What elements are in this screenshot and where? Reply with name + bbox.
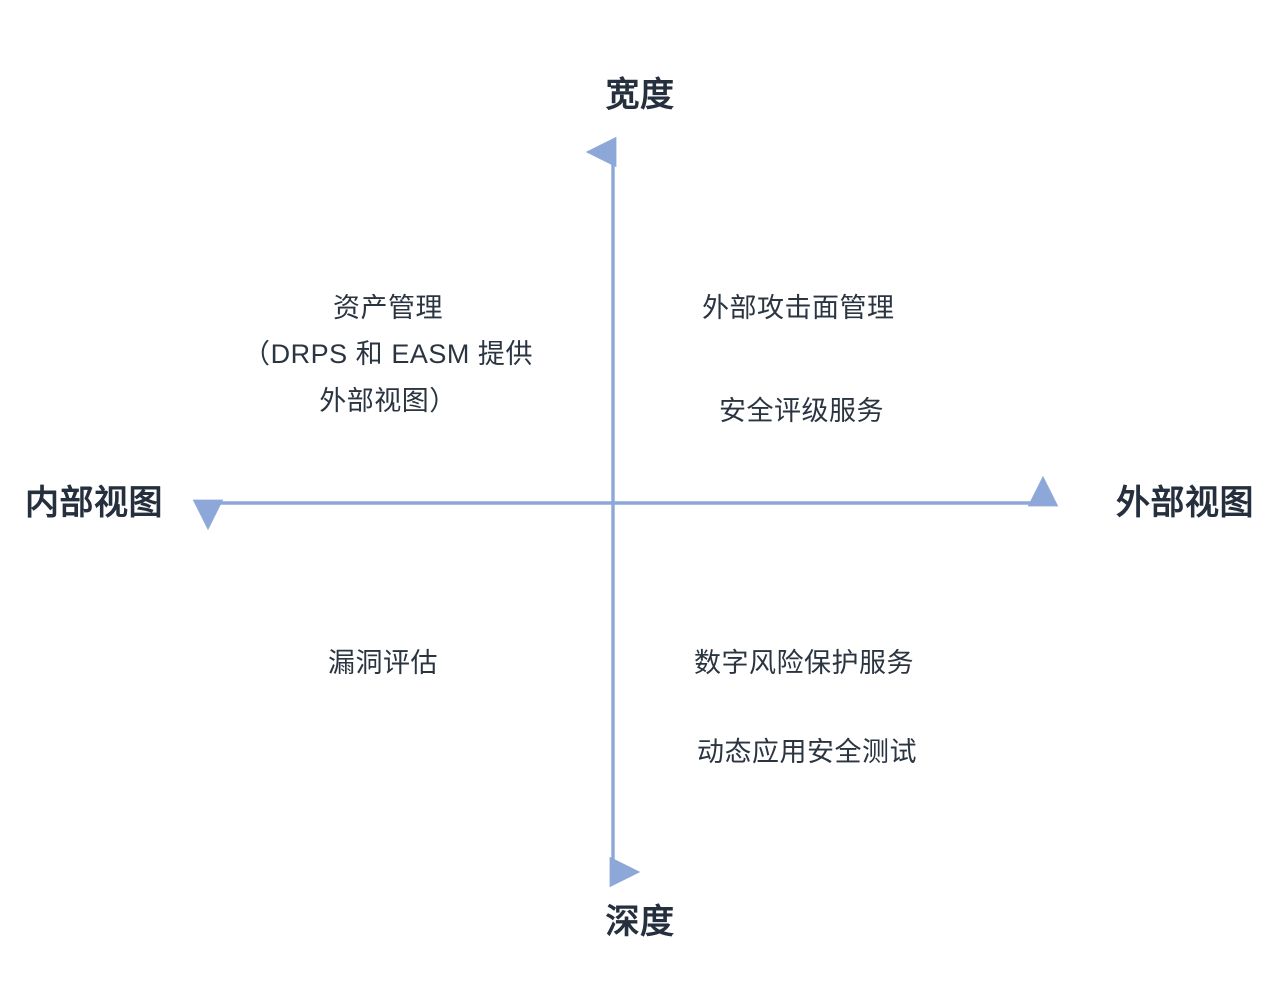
asset-management-line-3: 外部视图） bbox=[319, 385, 457, 416]
axis-label-bottom: 深度 bbox=[605, 903, 675, 941]
asset-management-line-2: （DRPS 和 EASM 提供 bbox=[243, 339, 533, 370]
quadrant-item-security-rating-service: 安全评级服务 bbox=[719, 396, 884, 426]
quadrant-item-external-attack-surface-management: 外部攻击面管理 bbox=[702, 293, 895, 323]
quadrant-item-digital-risk-protection-service: 数字风险保护服务 bbox=[694, 648, 914, 678]
axis-label-left: 内部视图 bbox=[25, 484, 163, 522]
quadrant-item-asset-management: 资产管理 （DRPS 和 EASM 提供 外部视图） bbox=[243, 285, 533, 424]
axis-label-top: 宽度 bbox=[605, 76, 675, 114]
quadrant-item-vulnerability-assessment: 漏洞评估 bbox=[328, 648, 438, 678]
quadrant-item-dynamic-application-security-testing: 动态应用安全测试 bbox=[697, 737, 917, 767]
axis-label-right: 外部视图 bbox=[1116, 484, 1254, 522]
asset-management-line-1: 资产管理 bbox=[333, 293, 443, 323]
